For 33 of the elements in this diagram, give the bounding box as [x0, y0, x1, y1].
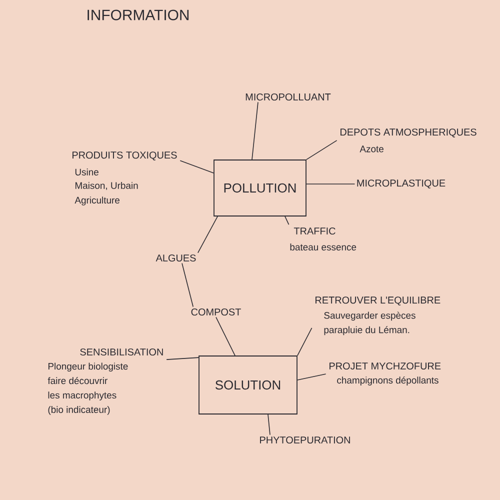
- branch-line: [306, 140, 338, 160]
- topic-label: PHYTOEPURATION: [260, 436, 350, 444]
- topic-label: PRODUITS TOXIQUES: [72, 152, 177, 160]
- topic-label: SENSIBILISATION: [80, 348, 163, 356]
- branch-line: [297, 374, 326, 380]
- title: INFORMATION: [88, 10, 189, 20]
- note-text: Agriculture: [74, 196, 120, 206]
- branch-line: [182, 262, 194, 308]
- topic-label: TRAFFIC: [294, 227, 336, 235]
- topic-box: SOLUTION: [198, 356, 298, 414]
- note-text: Maison, Urbain: [75, 182, 138, 190]
- note-text: Azote: [360, 146, 384, 152]
- branch-line: [268, 414, 270, 436]
- branch-line: [180, 160, 214, 174]
- note-text: Sauvegarder espèces parapluie du Léman.: [324, 312, 416, 336]
- topic-label: ALGUES: [156, 254, 196, 262]
- topic-label: COMPOST: [191, 308, 241, 316]
- topic-label: RETROUVER L'EQUILIBRE: [316, 296, 440, 306]
- branch-line: [252, 102, 258, 160]
- branch-line: [216, 316, 236, 356]
- topic-label: MICROPOLLUANT: [246, 93, 331, 101]
- branch-line: [198, 216, 218, 254]
- note-text: Usine: [75, 168, 98, 176]
- branch-line: [284, 216, 290, 225]
- topic-label: DEPOTS ATMOSPHERIQUES: [340, 128, 476, 138]
- note-text: champignons dépollants: [337, 376, 438, 386]
- branch-line: [297, 328, 312, 356]
- note-text: Plongeur biologiste faire découvrir les macrophytes (bio indicateur): [48, 362, 128, 415]
- topic-box: POLLUTION: [214, 160, 306, 216]
- topic-label: PROJET MYCHZOFURE: [330, 362, 441, 370]
- topic-label: MICROPLASTIQUE: [357, 180, 446, 188]
- branch-line: [166, 357, 199, 360]
- note-text: bateau essence: [290, 244, 356, 250]
